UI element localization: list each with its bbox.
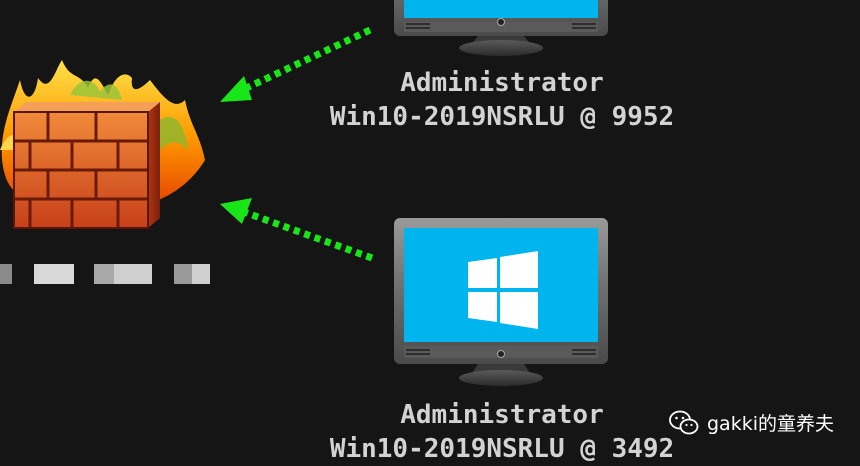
wechat-icon — [669, 410, 699, 434]
monitor-icon — [394, 0, 608, 56]
dotted-green-arrow-icon — [220, 26, 372, 102]
brick-wall-icon — [13, 102, 160, 229]
host-user: Administrator — [400, 400, 604, 430]
monitor-icon — [394, 218, 608, 386]
host-machine: Win10-2019NSRLU @ 3492 — [329, 434, 675, 464]
windows-logo-icon — [468, 251, 538, 329]
firewall-icon — [0, 60, 205, 229]
host-machine: Win10-2019NSRLU @ 9952 — [329, 102, 675, 132]
host-user: Administrator — [400, 68, 604, 98]
redacted-label — [0, 264, 210, 284]
dotted-green-arrow-icon — [220, 198, 374, 262]
host-label: Administrator Win10-2019NSRLU @ 3492 — [320, 398, 684, 466]
watermark-text: gakki的童养夫 — [707, 413, 834, 435]
watermark: gakki的童养夫 — [669, 409, 834, 436]
host-label: Administrator Win10-2019NSRLU @ 9952 — [320, 66, 684, 134]
